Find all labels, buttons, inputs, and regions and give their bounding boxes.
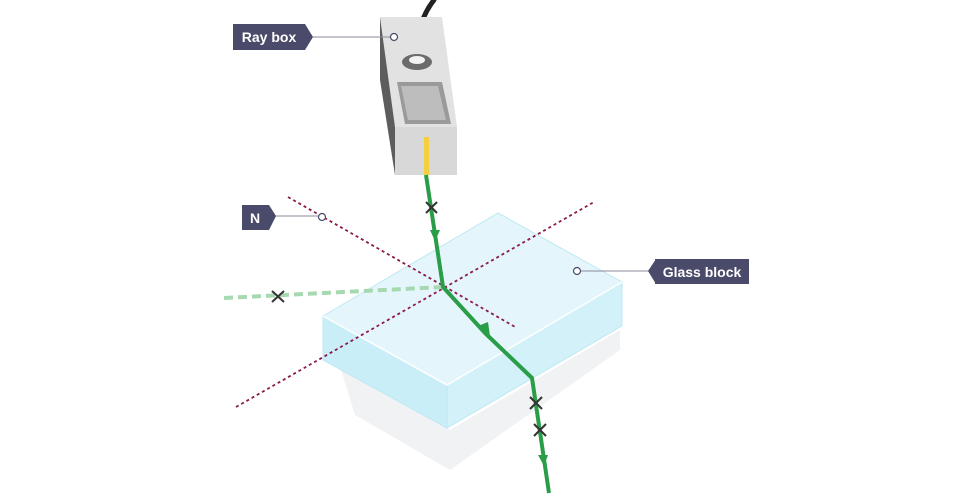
arrowhead-icon — [430, 230, 440, 241]
surface-line — [235, 201, 595, 408]
normal-label: N — [242, 205, 327, 230]
cross-mark-icon — [425, 201, 438, 214]
ray-box-label-text: Ray box — [242, 29, 297, 45]
arrowhead-icon — [538, 455, 548, 466]
ray-box-icon — [380, 0, 457, 175]
cross-mark-icon — [529, 396, 543, 410]
light-ray — [424, 174, 551, 494]
ray-box-slit — [424, 137, 429, 175]
glass-block-shadow — [335, 330, 620, 470]
cross-mark-icon — [271, 290, 285, 303]
cross-mark-icon — [533, 423, 547, 437]
ray-box-socket-inner — [409, 56, 425, 64]
extended-ray-dashed — [223, 285, 444, 300]
ray-box-opening-inner — [401, 86, 446, 120]
glass-block-label: Glass block — [572, 259, 749, 284]
glass-block-label-text: Glass block — [663, 264, 742, 280]
glass-block-edge-highlight — [322, 281, 623, 386]
arrowhead-icon — [478, 322, 490, 336]
normal-label-text: N — [250, 210, 260, 226]
ray-box-left-face — [380, 17, 395, 175]
ray-box-label: Ray box — [233, 24, 399, 50]
glass-block-icon — [321, 212, 624, 429]
normal-line — [287, 196, 518, 329]
